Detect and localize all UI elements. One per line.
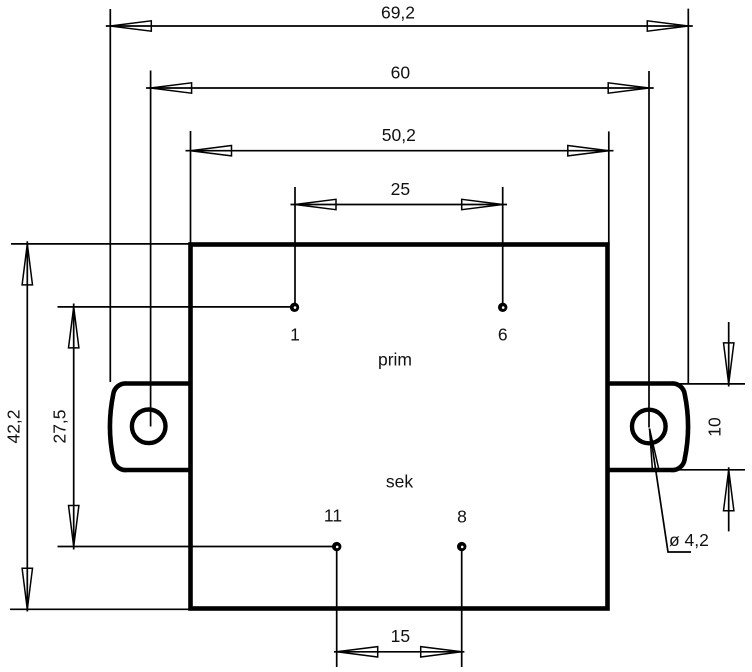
svg-text:11: 11	[324, 506, 342, 526]
svg-text:42,2: 42,2	[4, 409, 24, 443]
svg-text:6: 6	[498, 325, 508, 345]
svg-text:prim: prim	[378, 350, 412, 370]
svg-text:15: 15	[391, 626, 410, 646]
svg-text:10: 10	[705, 417, 725, 437]
svg-text:60: 60	[391, 63, 411, 83]
svg-text:69,2: 69,2	[381, 3, 415, 23]
svg-text:1: 1	[290, 325, 300, 345]
svg-text:25: 25	[391, 179, 410, 199]
svg-text:8: 8	[457, 507, 467, 527]
svg-text:ø 4,2: ø 4,2	[669, 530, 709, 550]
svg-text:27,5: 27,5	[50, 409, 70, 443]
svg-text:sek: sek	[386, 472, 413, 492]
svg-text:50,2: 50,2	[382, 125, 416, 145]
